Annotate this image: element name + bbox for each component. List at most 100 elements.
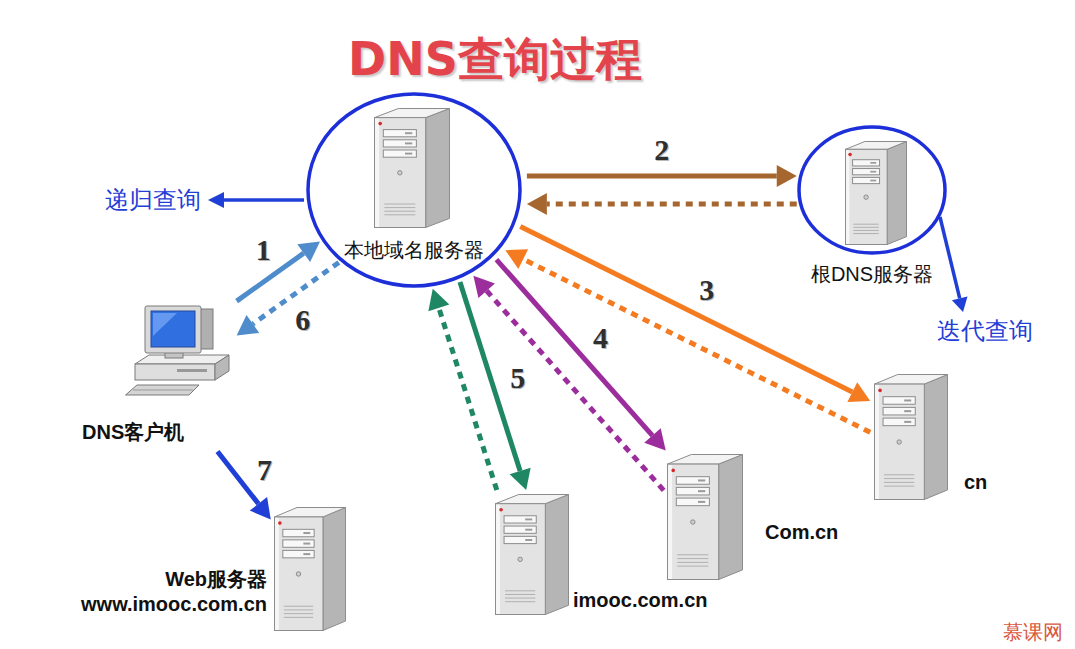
vent-line — [677, 562, 708, 563]
drive-button — [904, 399, 911, 401]
vent-line — [884, 478, 914, 479]
arrowhead — [527, 193, 547, 215]
vent-line — [853, 227, 878, 228]
case-side — [215, 355, 229, 380]
vent-line — [505, 594, 535, 595]
arrowhead — [644, 428, 666, 450]
vent-line — [384, 211, 415, 212]
dashed-arrow-line — [439, 308, 497, 490]
server-top — [275, 508, 346, 517]
server-top — [668, 455, 743, 465]
drive-bay — [853, 177, 880, 183]
power-button — [398, 171, 402, 175]
server-highlight — [668, 465, 672, 579]
vent-line — [384, 214, 415, 215]
case-front — [135, 364, 215, 380]
drive-button — [303, 532, 310, 534]
connector — [237, 241, 320, 301]
connector — [527, 193, 797, 215]
drive-bay — [383, 140, 416, 147]
node-label: Web服务器 www.imooc.com.cn — [75, 567, 267, 617]
drive-slot — [177, 369, 207, 372]
leader-line — [940, 217, 960, 298]
vent-line — [284, 606, 313, 607]
server-icon — [374, 108, 450, 228]
power-button — [864, 195, 868, 199]
drive-bay — [283, 550, 314, 557]
server-highlight — [375, 119, 379, 227]
arrowhead — [250, 497, 271, 520]
server-icon — [274, 507, 346, 631]
arrow-line — [217, 452, 258, 504]
step-number: 2 — [654, 135, 669, 165]
arrow-line — [527, 174, 777, 179]
step-number: 7 — [257, 455, 272, 485]
drive-bay — [853, 169, 880, 175]
server-front — [496, 504, 546, 615]
connector — [237, 262, 339, 335]
status-led — [499, 508, 503, 512]
server-top — [875, 375, 948, 385]
computer-icon — [125, 304, 233, 396]
server-top — [375, 109, 450, 118]
node-label: 根DNS服务器 — [797, 262, 947, 286]
drive-button — [698, 479, 705, 481]
node-label: 本地域名服务器 — [306, 238, 522, 262]
annotation-label: 迭代查询 — [937, 317, 1033, 346]
drive-bay — [676, 498, 709, 506]
annotation-label: 递归查询 — [105, 186, 201, 215]
drive-bay — [853, 160, 880, 166]
drive-button — [525, 529, 532, 531]
drive-bay — [504, 516, 536, 523]
arrowhead — [297, 241, 320, 262]
status-led — [671, 469, 675, 473]
server-icon — [845, 141, 907, 245]
connector — [527, 165, 797, 187]
server-front — [875, 384, 925, 499]
arrow-line — [520, 226, 852, 392]
web-server: Web服务器 www.imooc.com.cn — [75, 505, 347, 633]
step-number: 1 — [256, 235, 271, 265]
drive-button — [870, 162, 876, 164]
server-highlight — [275, 518, 279, 630]
vent-line — [884, 482, 914, 483]
connector — [496, 260, 665, 451]
drive-bay — [504, 526, 536, 533]
dns-client: DNS客户机 — [80, 300, 235, 450]
connector — [520, 226, 870, 402]
drive-bay — [883, 407, 915, 415]
drive-button — [904, 421, 911, 423]
power-button — [296, 572, 300, 576]
step-number: 3 — [699, 275, 714, 305]
server-front — [668, 464, 719, 579]
drive-button — [698, 501, 705, 503]
server-side — [426, 109, 450, 228]
server-side — [545, 495, 568, 615]
status-led — [278, 521, 282, 525]
vent-line — [284, 617, 313, 618]
connector — [473, 276, 663, 491]
vent-line — [284, 613, 313, 614]
vent-line — [884, 486, 914, 487]
power-button — [518, 557, 522, 561]
server-front — [375, 118, 426, 228]
vent-line — [853, 230, 878, 231]
leader-arrowhead — [952, 297, 968, 313]
screen-glare — [153, 313, 177, 336]
drive-bay — [883, 397, 915, 405]
power-button — [691, 520, 695, 524]
keyboard — [126, 385, 200, 395]
server-side — [323, 508, 346, 631]
drive-button — [405, 142, 412, 144]
root-dns-server: 根DNS服务器 — [797, 125, 951, 288]
node-label: DNS客户机 — [82, 420, 184, 444]
vent-line — [677, 566, 708, 567]
arrowhead — [473, 276, 495, 298]
arrowhead — [847, 382, 870, 402]
vent-line — [384, 204, 415, 205]
watermark: 慕课网 — [1003, 620, 1063, 644]
arrowhead — [237, 315, 260, 336]
imooc-dns-server: imooc.com.cn — [493, 492, 711, 617]
drive-button — [870, 180, 876, 182]
